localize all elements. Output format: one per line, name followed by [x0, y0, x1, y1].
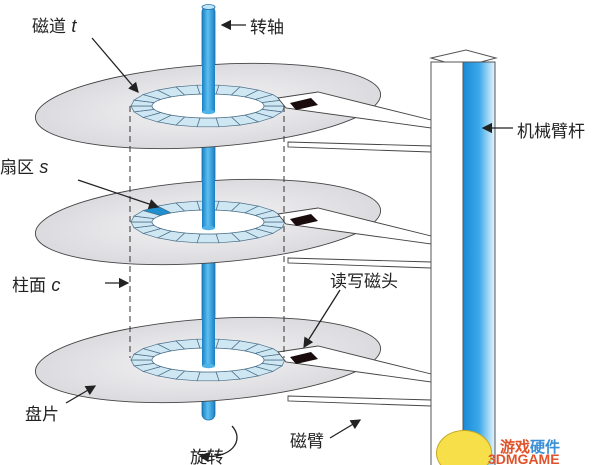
- spindle-base: [202, 363, 215, 369]
- sector-label: 扇区 s: [0, 153, 48, 178]
- platter-label: 盘片: [25, 405, 59, 425]
- sector-arrow: [77, 179, 160, 210]
- actuator-label: 机械臂杆: [517, 122, 585, 142]
- spindle-segment: [202, 315, 215, 366]
- sector-text: 扇区: [0, 158, 34, 178]
- watermark-hardware: 硬件: [530, 438, 561, 456]
- watermark-line2: 3DMGAME: [488, 451, 560, 465]
- rotation-label: 旋转: [190, 448, 224, 465]
- sector: [196, 117, 220, 128]
- track-text: 磁道: [32, 17, 66, 37]
- arm: [287, 395, 432, 407]
- track-var: t: [71, 16, 77, 36]
- spindle-top: [201, 4, 216, 10]
- cylinder-text: 柱面: [12, 276, 46, 296]
- actuator-column: [429, 49, 498, 465]
- read-write-head: [290, 98, 318, 110]
- spindle-segment: [202, 177, 215, 228]
- arm-label: 磁臂: [290, 432, 324, 452]
- arm: [287, 141, 432, 153]
- head-label: 读写磁头: [330, 272, 398, 292]
- arm-arrow: [329, 419, 362, 439]
- read-write-head: [290, 352, 318, 364]
- rotation-arrow: [198, 425, 238, 463]
- head-arrow: [303, 289, 341, 349]
- cylinder-label: 柱面 c: [12, 271, 60, 296]
- track-label: 磁道 t: [32, 12, 76, 37]
- watermark-line1: 游戏硬件: [500, 436, 560, 457]
- sector: [196, 371, 220, 382]
- spindle-base: [202, 225, 215, 231]
- read-write-head: [290, 214, 318, 226]
- spindle-label: 转轴: [250, 18, 284, 38]
- sector-var: s: [39, 157, 49, 177]
- sector: [196, 233, 220, 244]
- spindle-base: [202, 109, 215, 115]
- track-arrow: [91, 37, 139, 93]
- watermark-game: 游戏: [500, 438, 531, 456]
- spindle-segment: [202, 61, 215, 112]
- watermark-mascot: [436, 430, 492, 465]
- platter-arrow: [65, 385, 97, 404]
- cylinder-var: c: [51, 275, 61, 295]
